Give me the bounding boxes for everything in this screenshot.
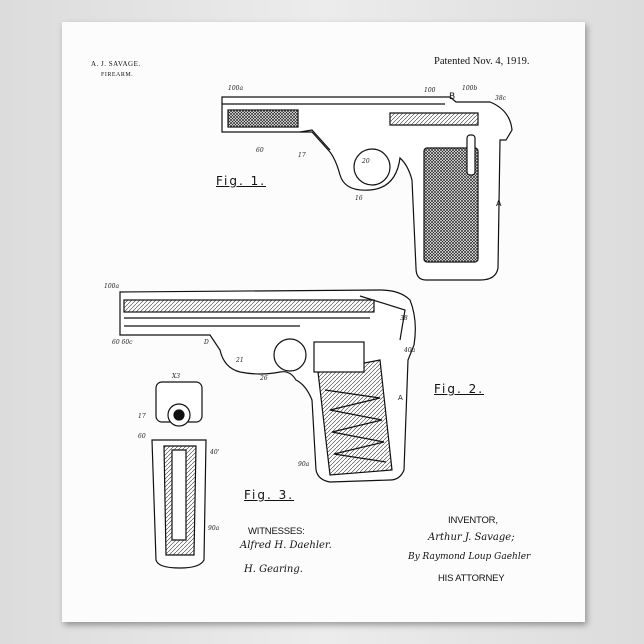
fig3-label-17: 17 <box>138 413 146 420</box>
attorney-signature: By Raymond Loup Gaehler <box>408 552 530 562</box>
fig1-label-100b: 100b <box>462 85 477 92</box>
fig2-caption: Fig. 2. <box>434 382 484 396</box>
fig2-label-A: A <box>398 394 403 402</box>
fig2-label-D: D <box>203 339 209 346</box>
fig1-caption: Fig. 1. <box>216 174 266 188</box>
fig1-label-100: 100 <box>424 87 436 94</box>
witness-signature-1: Alfred H. Daehler. <box>240 540 332 551</box>
inventor-label: INVENTOR, <box>448 515 498 526</box>
fig2-label-40a: 40a <box>403 347 416 354</box>
fig1-label-38c: 38c <box>495 95 507 102</box>
fig2-label-100a: 100a <box>104 283 119 290</box>
fig3-label-40prime: 40' <box>209 449 220 456</box>
fig1-pistol-side-view <box>222 97 512 280</box>
fig3-caption: Fig. 3. <box>244 488 294 502</box>
fig1-label-100a: 100a <box>228 85 243 92</box>
witness-signature-2: H. Gearing. <box>244 564 303 575</box>
fig3-label-X3: X3 <box>171 373 180 380</box>
fig1-label-60: 60 <box>256 147 264 154</box>
fig2-label-38: 38 <box>400 315 408 322</box>
fig2-label-90a: 90a <box>298 461 310 468</box>
fig2-label-60: 60 60c <box>112 339 133 346</box>
inventor-signature: Arthur J. Savage; <box>428 532 515 543</box>
fig1-label-16: 16 <box>355 195 363 202</box>
fig1-label-17: 17 <box>298 152 306 159</box>
witnesses-label: WITNESSES: <box>248 526 305 537</box>
fig2-label-21: 21 <box>235 357 244 364</box>
fig1-label-A: A <box>496 199 502 208</box>
fig3-pistol-front-view <box>152 382 206 568</box>
fig1-label-B: B <box>449 92 455 102</box>
fig1-label-20: 20 <box>361 158 370 165</box>
attorney-label: HIS ATTORNEY <box>438 573 504 584</box>
fig3-label-90a: 90a <box>208 525 220 532</box>
fig2-label-26: 26 <box>259 375 268 382</box>
fig3-label-60: 60 <box>138 433 146 440</box>
